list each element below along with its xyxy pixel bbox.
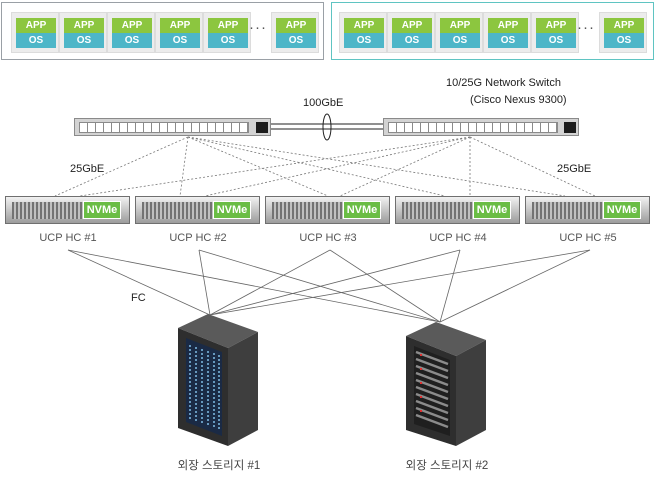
server-node-5: NVMe: [525, 196, 650, 224]
os-label: OS: [392, 33, 432, 48]
app-label: APP: [112, 18, 152, 33]
server-grille: [272, 202, 344, 219]
server-node-1: NVMe: [5, 196, 130, 224]
uplink-port: [256, 122, 268, 133]
server-grille: [142, 202, 214, 219]
app-label: APP: [392, 18, 432, 33]
fc-links: [67, 249, 591, 323]
app-label: APP: [64, 18, 104, 33]
ethernet-links: [54, 136, 596, 197]
storage-array-2-icon: [406, 322, 486, 446]
os-label: OS: [64, 33, 104, 48]
nvme-badge: NVMe: [603, 201, 641, 219]
os-label: OS: [160, 33, 200, 48]
os-label: OS: [604, 33, 644, 48]
os-label: OS: [344, 33, 384, 48]
left-speed-label: 25GbE: [70, 163, 105, 175]
server-grille: [532, 202, 604, 219]
storage-array-1-icon: [178, 314, 258, 446]
os-label: OS: [440, 33, 480, 48]
network-switch-right: [383, 118, 579, 136]
app-label: APP: [488, 18, 528, 33]
os-label: OS: [112, 33, 152, 48]
os-label: OS: [276, 33, 316, 48]
app-label: APP: [344, 18, 384, 33]
ellipsis: ···: [577, 19, 595, 36]
link-bundle-icon: [322, 113, 332, 141]
os-label: OS: [536, 33, 576, 48]
nvme-badge: NVMe: [343, 201, 381, 219]
app-label: APP: [208, 18, 248, 33]
app-label: APP: [440, 18, 480, 33]
app-label: APP: [16, 18, 56, 33]
switch-ports: [388, 122, 558, 133]
os-label: OS: [208, 33, 248, 48]
node-label-4: UCP HC #4: [429, 232, 487, 244]
os-label: OS: [16, 33, 56, 48]
fc-label: FC: [131, 292, 146, 304]
nvme-badge: NVMe: [213, 201, 251, 219]
nvme-badge: NVMe: [83, 201, 121, 219]
switch-title-line2: (Cisco Nexus 9300): [470, 94, 567, 106]
switch-ports: [79, 122, 249, 133]
node-label-2: UCP HC #2: [169, 232, 227, 244]
server-node-2: NVMe: [135, 196, 260, 224]
storage-label-2: 외장 스토리지 #2: [405, 460, 489, 472]
server-grille: [402, 202, 474, 219]
node-label-5: UCP HC #5: [559, 232, 617, 244]
uplink-port: [564, 122, 576, 133]
app-label: APP: [604, 18, 644, 33]
app-label: APP: [276, 18, 316, 33]
network-switch-left: [74, 118, 271, 136]
node-label-1: UCP HC #1: [39, 232, 97, 244]
storage-label-1: 외장 스토리지 #1: [177, 460, 261, 472]
os-label: OS: [488, 33, 528, 48]
app-label: APP: [536, 18, 576, 33]
nvme-badge: NVMe: [473, 201, 511, 219]
interconnect-label: 100GbE: [303, 97, 344, 109]
app-label: APP: [160, 18, 200, 33]
server-node-4: NVMe: [395, 196, 520, 224]
node-label-3: UCP HC #3: [299, 232, 357, 244]
server-grille: [12, 202, 84, 219]
ellipsis: ···: [249, 19, 267, 36]
switch-title-line1: 10/25G Network Switch: [446, 77, 561, 89]
right-speed-label: 25GbE: [557, 163, 592, 175]
server-node-3: NVMe: [265, 196, 390, 224]
